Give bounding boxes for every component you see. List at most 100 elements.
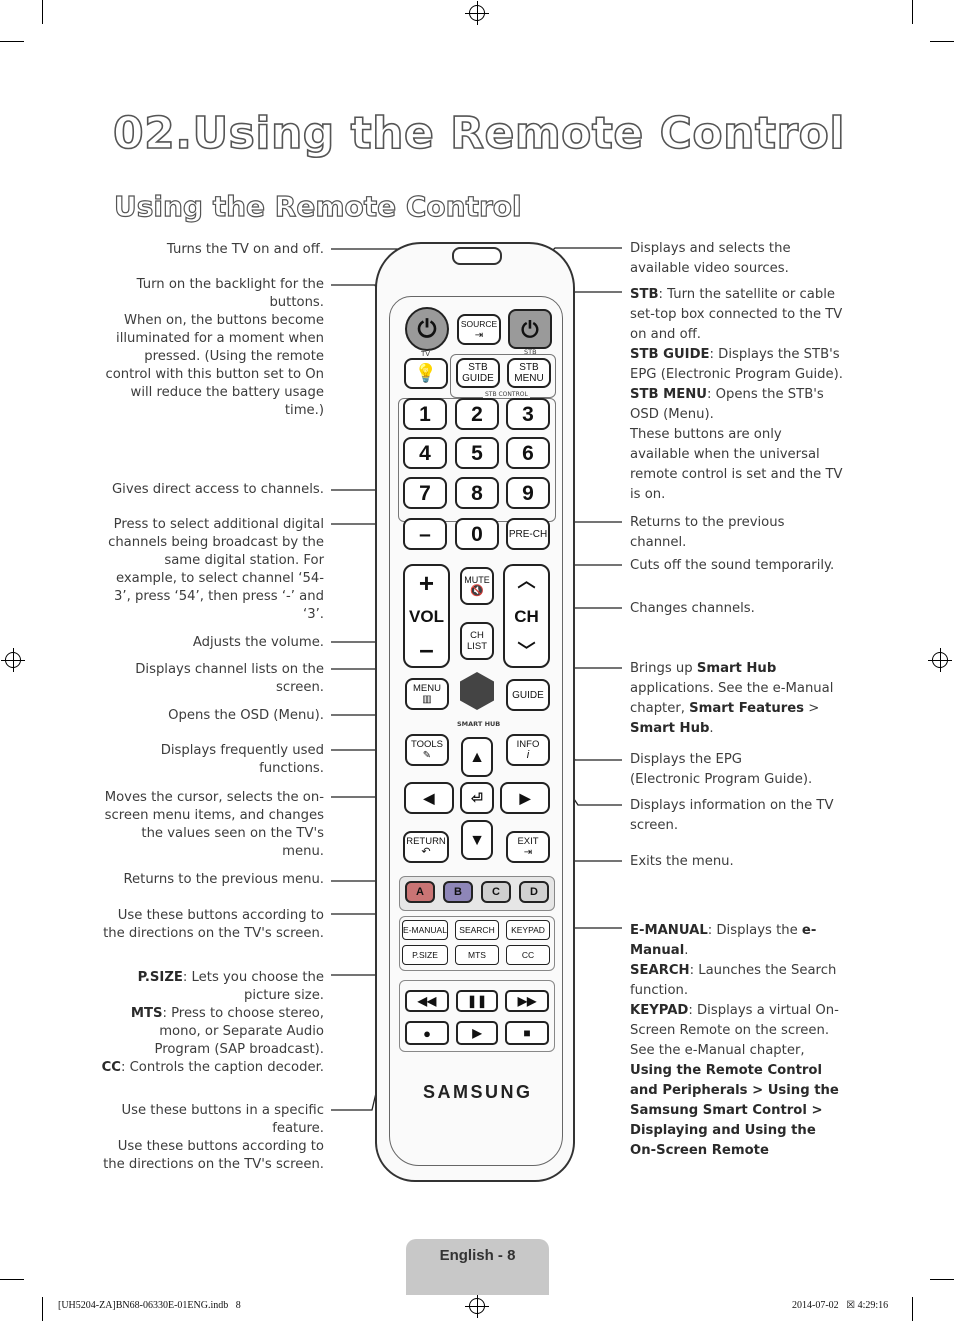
smart-features-link: Smart Features (689, 701, 804, 716)
arrow-down-icon: ▼ (469, 831, 485, 849)
play-button[interactable]: ▶ (456, 1021, 498, 1045)
d-button[interactable]: D (519, 881, 549, 903)
digit-5-button[interactable]: 5 (455, 437, 499, 469)
digit-3-button[interactable]: 3 (506, 398, 550, 430)
callout-source: Displays and selects the available video… (630, 241, 791, 276)
fast-forward-button[interactable]: ▶▶ (505, 990, 549, 1012)
menu-button[interactable]: MENU▥ (405, 678, 449, 710)
callout-stb: STB: Turn the satellite or cable set-top… (630, 285, 844, 505)
plus-icon: + (418, 568, 435, 598)
keypad-path: Using the Remote Control and Peripherals… (630, 1063, 839, 1158)
mute-label: MUTE (464, 575, 490, 585)
volume-rocker[interactable]: + VOL – (403, 564, 450, 668)
stb-text: : Turn the satellite or cable set-top bo… (630, 287, 843, 342)
callout-ch-list: Displays channel lists on the screen. (135, 662, 324, 695)
record-button[interactable]: ● (405, 1021, 449, 1045)
callout-menu: Opens the OSD (Menu). (168, 708, 324, 723)
enter-button[interactable]: ⏎ (460, 782, 494, 814)
digit-9-button[interactable]: 9 (506, 477, 550, 509)
b-button[interactable]: B (443, 881, 473, 903)
source-label: SOURCE (460, 318, 498, 329)
guide-button[interactable]: GUIDE (506, 679, 550, 711)
callout-color-buttons: Use these buttons according to the direc… (103, 908, 324, 941)
search-label: SEARCH (630, 963, 690, 978)
digit-2-button[interactable]: 2 (455, 398, 499, 430)
return-icon: ↶ (421, 846, 431, 858)
search-button[interactable]: SEARCH (455, 920, 499, 940)
registration-mark-icon (928, 648, 952, 672)
left-arrow-button[interactable]: ◀ (404, 782, 454, 814)
menu-label: MENU (413, 683, 441, 694)
down-arrow-button[interactable]: ▼ (461, 820, 493, 860)
smart-hub-text: Brings up (630, 661, 697, 676)
pause-button[interactable]: ❚❚ (456, 990, 498, 1012)
stop-button[interactable]: ■ (505, 1021, 549, 1045)
stb-menu-label: STB MENU (630, 387, 708, 402)
callout-info: Displays information on the TV screen. (630, 798, 834, 833)
stb-menu-button[interactable]: STB MENU (507, 358, 551, 388)
chapter-title: 02.Using the Remote Control (112, 107, 845, 160)
up-arrow-button[interactable]: ▲ (461, 737, 493, 777)
digit-6-button[interactable]: 6 (506, 437, 550, 469)
callout-return: Returns to the previous menu. (123, 872, 324, 887)
print-slug-right: 2014-07-02 ☒ 4:29:16 (792, 1300, 889, 1311)
c-button[interactable]: C (481, 881, 511, 903)
stop-icon: ■ (523, 1025, 531, 1040)
return-button[interactable]: RETURN↶ (403, 831, 449, 863)
path-separator: > (804, 701, 820, 716)
exit-button[interactable]: EXIT⇥ (506, 831, 550, 863)
callout-mute: Cuts off the sound temporarily. (630, 558, 835, 573)
arrow-left-icon: ◀ (423, 789, 435, 806)
mts-button[interactable]: MTS (455, 945, 499, 965)
a-button[interactable]: A (405, 881, 435, 903)
crop-mark (42, 0, 43, 24)
exit-icon: ⇥ (523, 847, 533, 858)
channel-rocker[interactable]: ︿ CH ﹀ (503, 564, 550, 668)
cc-button[interactable]: CC (506, 945, 550, 965)
smart-hub-text: applications. See the e-Manual chapter, (630, 681, 834, 716)
registration-mark-icon (465, 1, 489, 25)
stb-guide-label: STB GUIDE (630, 347, 710, 362)
enter-icon: ⏎ (471, 789, 483, 806)
ch-list-button[interactable]: CH LIST (460, 622, 494, 660)
digit-0-button[interactable]: 0 (455, 518, 499, 550)
tv-power-button[interactable]: ⏻ (405, 307, 449, 351)
digit-1-button[interactable]: 1 (403, 398, 447, 430)
p-size-button[interactable]: P.SIZE (402, 945, 448, 965)
crop-mark (912, 1297, 913, 1321)
rewind-icon: ◀◀ (417, 993, 437, 1008)
psize-label: P.SIZE (137, 970, 183, 985)
crop-mark (930, 1279, 954, 1280)
callout-dash-button: Press to select additional digital chann… (108, 517, 324, 622)
info-icon: i (526, 749, 530, 761)
mute-button[interactable]: MUTE🔇 (460, 567, 494, 605)
smart-hub-label: SMART HUB (457, 720, 501, 728)
stb-power-button[interactable]: ⏻ (508, 309, 552, 349)
ir-window (452, 247, 502, 265)
stb-note: These buttons are only available when th… (630, 427, 843, 502)
search-text: : Launches the Search function. (630, 963, 837, 998)
backlight-button[interactable]: 💡 (404, 358, 448, 389)
section-title: Using the Remote Control (113, 189, 522, 223)
source-button[interactable]: SOURCE⇥ (457, 314, 501, 345)
vol-label: VOL (409, 606, 444, 626)
pause-icon: ❚❚ (466, 993, 488, 1008)
digit-8-button[interactable]: 8 (455, 477, 499, 509)
chevron-down-icon: ﹀ (517, 641, 536, 661)
mts-label: MTS (130, 1006, 163, 1021)
stb-menu-text: : Opens the STB's OSD (Menu). (630, 387, 824, 422)
digit-7-button[interactable]: 7 (403, 477, 447, 509)
crop-mark (42, 1297, 43, 1321)
e-manual-button[interactable]: E-MANUAL (402, 920, 448, 940)
smart-hub-link: Smart Hub (630, 721, 710, 736)
function-button-group (399, 916, 555, 971)
pre-ch-button[interactable]: PRE-CH (506, 518, 550, 550)
digit-4-button[interactable]: 4 (403, 437, 447, 469)
stb-guide-button[interactable]: STB GUIDE (456, 358, 500, 388)
right-arrow-button[interactable]: ▶ (500, 782, 550, 814)
tools-button[interactable]: TOOLS✎ (405, 734, 449, 766)
keypad-button[interactable]: KEYPAD (506, 920, 550, 940)
dash-button[interactable]: – (403, 518, 447, 550)
rewind-button[interactable]: ◀◀ (405, 990, 449, 1012)
